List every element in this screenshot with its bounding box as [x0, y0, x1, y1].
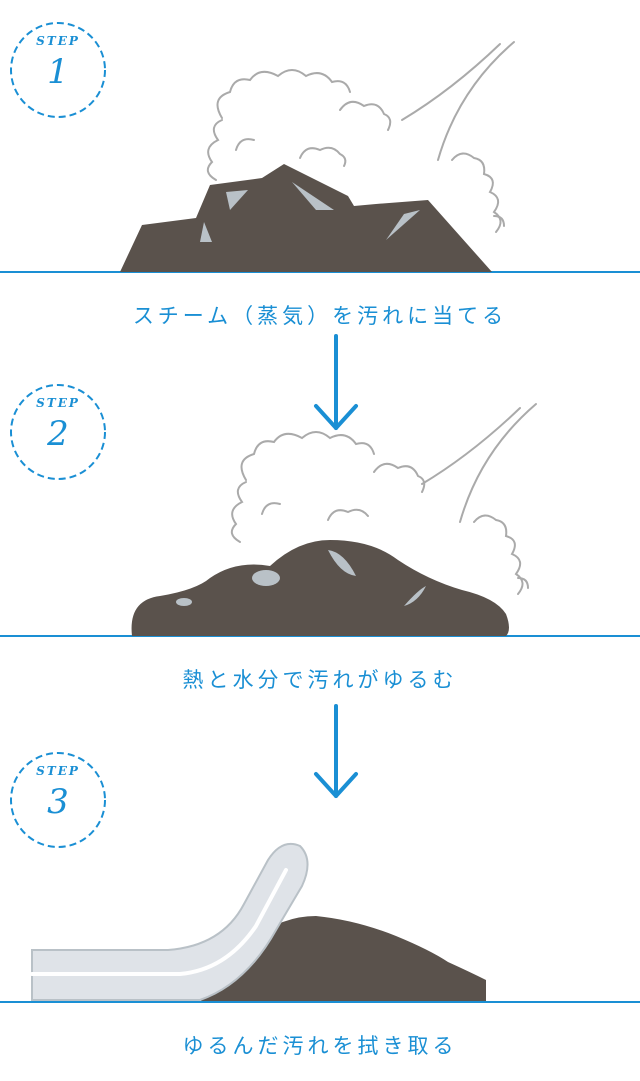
step-2-caption: 熱と水分で汚れがゆるむ	[182, 668, 458, 692]
step-3-number: 3	[47, 782, 69, 822]
step-1-caption: スチーム（蒸気）を汚れに当てる	[132, 304, 508, 328]
step-1-dirt-highlights	[200, 182, 420, 242]
step-1-dirt-pile	[120, 164, 492, 272]
step-1-illustration	[0, 41, 640, 273]
step-2-illustration	[0, 403, 640, 637]
step-1-steam-cloud	[206, 41, 515, 233]
step-3-badge: STEP 3	[2, 744, 114, 856]
arrow-down-icon	[314, 334, 358, 430]
step-2-steam-cloud	[230, 403, 537, 595]
step-1-badge: STEP 1	[2, 14, 114, 126]
step-2-dirt-pile	[131, 540, 510, 636]
step-2-label: STEP	[36, 396, 80, 410]
step-3-label: STEP	[36, 764, 80, 778]
step-2-badge: STEP 2	[2, 376, 114, 488]
step-badge-icon	[10, 384, 106, 480]
step-1-label: STEP	[36, 34, 80, 48]
step-1-number: 1	[47, 52, 69, 92]
step-badge-icon	[10, 752, 106, 848]
arrow-down-icon	[314, 704, 358, 798]
step-3-caption: ゆるんだ汚れを拭き取る	[182, 1034, 458, 1058]
step-badge-icon	[10, 22, 106, 118]
step-2-dirt-highlights	[176, 550, 426, 606]
step-2-number: 2	[47, 414, 69, 454]
step-3-cloth	[31, 842, 309, 1001]
step-3-illustration	[0, 842, 640, 1003]
